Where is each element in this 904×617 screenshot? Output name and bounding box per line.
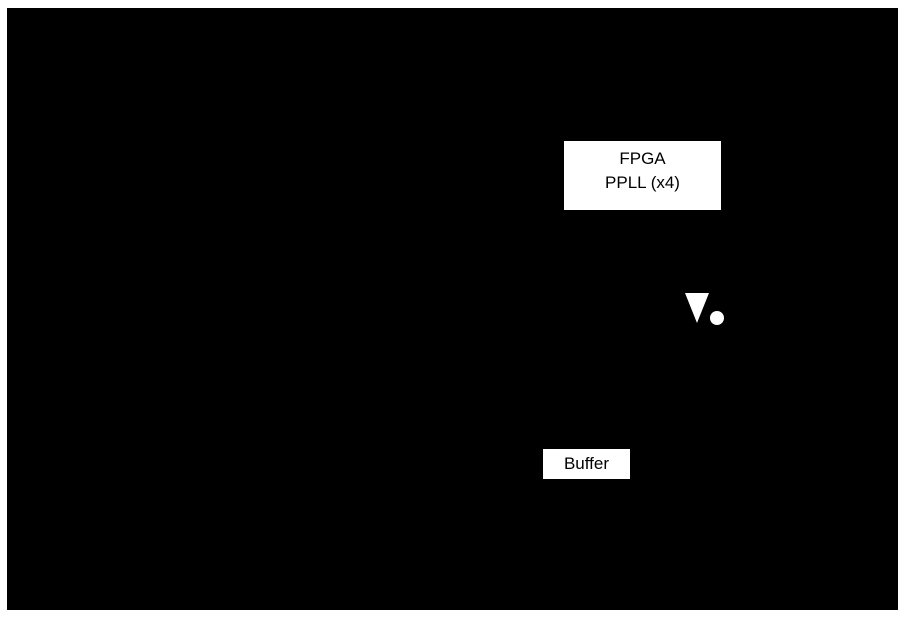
pll-block-line1: FPGA xyxy=(619,149,666,168)
inverter-triangle xyxy=(685,293,709,323)
fpga-pll-block: FPGA PPLL (x4) xyxy=(564,141,721,210)
buffer-block-label: Buffer xyxy=(563,454,610,473)
inverter-triangle-bubble-icon xyxy=(685,293,724,325)
inverter-bubble xyxy=(710,311,724,325)
diagram-canvas: FPGA PPLL (x4) Buffer xyxy=(7,8,898,610)
buffer-block: Buffer xyxy=(543,449,630,479)
pll-block-line2: PPLL (x4) xyxy=(605,173,680,192)
